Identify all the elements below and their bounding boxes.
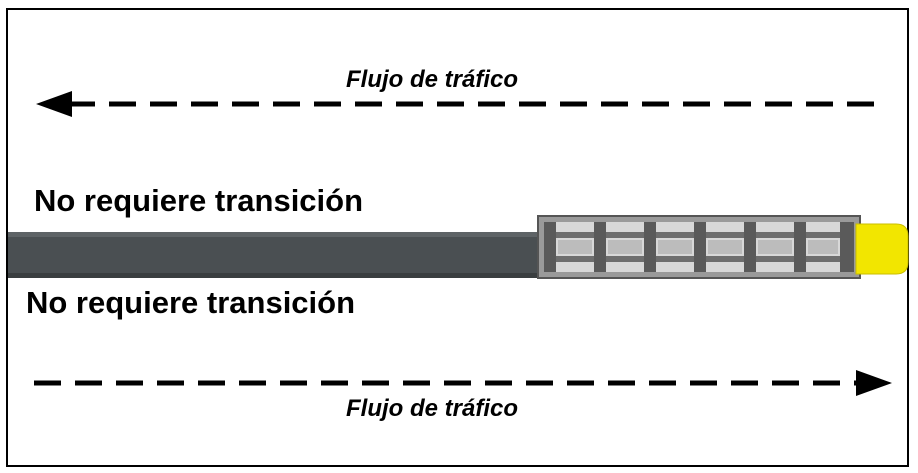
crash-cushion [537, 215, 861, 279]
traffic-flow-label-bottom: Flujo de tráfico [346, 395, 519, 422]
concrete-barrier [8, 232, 540, 278]
no-transition-label-top: No requiere transición [34, 183, 364, 218]
traffic-flow-label-top: Flujo de tráfico [346, 66, 519, 93]
traffic-arrow-left [36, 91, 888, 117]
traffic-arrow-right [34, 370, 892, 396]
no-transition-label-bottom: No requiere transición [26, 285, 356, 320]
cushion-nose [855, 223, 909, 275]
